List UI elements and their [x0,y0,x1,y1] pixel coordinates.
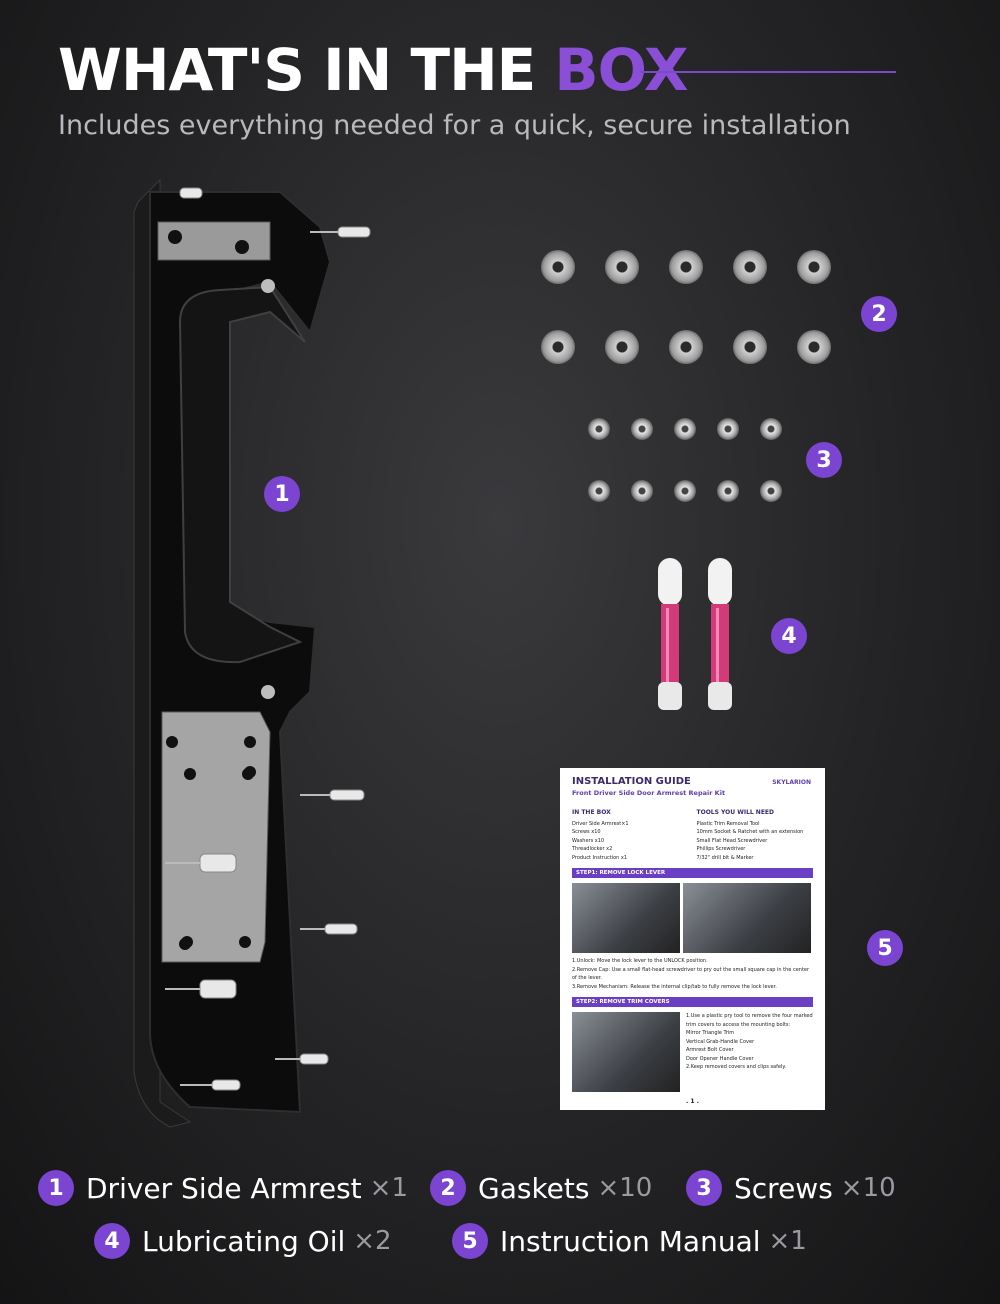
manual-step2-item: Mirror Triangle Trim [686,1030,735,1036]
manual-step2-text: 1.Use a plastic pry tool to remove the f… [686,1013,813,1028]
list-item-armrest: 1 Driver Side Armrest ×1 [38,1170,408,1206]
item-number-badge: 1 [38,1170,74,1206]
manual-step1-text: 2.Remove Cap: Use a small flat-head scre… [572,966,810,982]
item-number-badge: 4 [94,1223,130,1259]
item-number-badge: 3 [686,1170,722,1206]
nut [631,418,653,440]
oil-tube-icon [708,558,732,710]
nut [760,480,782,502]
manual-step1-text: 3.Remove Mechanism: Release the internal… [572,983,777,990]
item-label: Gaskets [478,1171,590,1205]
manual-box-item: Product Instruction x1 [572,854,628,861]
list-item-gaskets: 2 Gaskets ×10 [430,1170,652,1206]
washer [605,250,639,284]
callout-2-badge: 2 [861,296,897,332]
title-main: WHAT'S IN THE [58,36,555,104]
item-label: Driver Side Armrest [86,1171,362,1205]
title-accent: BOX [554,36,688,104]
item-number-badge: 2 [430,1170,466,1206]
manual-box-item: Screws x10 [572,829,601,835]
manual-tools-column: TOOLS YOU WILL NEED Plastic Trim Removal… [697,809,814,862]
manual-box-item: Threadlocker x2 [572,846,613,852]
washer [733,250,767,284]
nut [588,480,610,502]
manual-photo [572,1012,680,1092]
item-number-badge: 5 [452,1223,488,1259]
item-quantity: ×10 [840,1173,896,1203]
manual-page-number: . 1 . [686,1098,699,1105]
manual-box-item: Driver Side Armrest×1 [572,820,629,827]
manual-title: INSTALLATION GUIDE [572,776,691,787]
page-title: WHAT'S IN THE BOX [58,36,689,104]
item-quantity: ×2 [353,1226,392,1256]
callout-5-badge: 5 [867,930,903,966]
oil-tube-icon [658,558,682,710]
washer [669,330,703,364]
washer [797,330,831,364]
instruction-manual-image: INSTALLATION GUIDE Front Driver Side Doo… [560,768,825,1110]
item-label: Lubricating Oil [142,1224,346,1258]
manual-tools-heading: TOOLS YOU WILL NEED [696,809,775,816]
nut [717,480,739,502]
manual-tool-item: 7/32" drill bit & Marker [696,854,754,861]
callout-3-badge: 3 [806,442,842,478]
armrest-image [133,178,371,1128]
washer [605,330,639,364]
nut [588,418,610,440]
callout-1-badge: 1 [264,476,300,512]
washer [541,330,575,364]
manual-box-item: Washers x10 [572,837,605,844]
item-quantity: ×10 [597,1173,653,1203]
washer [669,250,703,284]
nut [760,418,782,440]
washer [733,330,767,364]
title-divider [640,71,896,73]
nut [631,480,653,502]
manual-step2-item: Vertical Grab-Handle Cover [686,1038,755,1045]
manual-brand: SKYLARION [772,779,811,786]
manual-step2-item: Armrest Bolt Cover [686,1047,734,1053]
washer [797,250,831,284]
item-label: Instruction Manual [500,1224,761,1258]
callout-4-badge: 4 [771,618,807,654]
list-item-lubricating-oil: 4 Lubricating Oil ×2 [94,1223,392,1259]
nut [674,480,696,502]
nut [674,418,696,440]
page-subtitle: Includes everything needed for a quick, … [58,110,851,141]
manual-photo [683,883,811,953]
manual-subtitle: Front Driver Side Door Armrest Repair Ki… [572,789,726,797]
list-item-screws: 3 Screws ×10 [686,1170,896,1206]
manual-tool-item: Phillips Screwdriver [696,846,746,852]
item-label: Screws [734,1171,833,1205]
manual-photo [572,883,680,953]
washer [541,250,575,284]
manual-step1-text: 1.Unlock: Move the lock lever to the UNL… [572,958,708,964]
manual-tool-item: Small Flat Head Screwdriver [696,837,768,844]
item-quantity: ×1 [369,1173,408,1203]
manual-tool-item: 10mm Socket & Ratchet with an extension [696,829,804,835]
manual-step2-item: Door Opener Handle Cover [686,1055,754,1062]
item-quantity: ×1 [768,1226,807,1256]
manual-tool-item: Plastic Trim Removal Tool [696,820,760,827]
manual-step1-header: STEP1: REMOVE LOCK LEVER [572,868,813,878]
manual-box-column: IN THE BOX Driver Side Armrest×1 Screws … [572,809,689,862]
manual-step2-header: STEP2: REMOVE TRIM COVERS [572,997,813,1007]
list-item-instruction-manual: 5 Instruction Manual ×1 [452,1223,807,1259]
manual-step2-text: 2.Keep removed covers and clips safely. [686,1064,787,1070]
manual-box-heading: IN THE BOX [572,809,611,816]
nut [717,418,739,440]
